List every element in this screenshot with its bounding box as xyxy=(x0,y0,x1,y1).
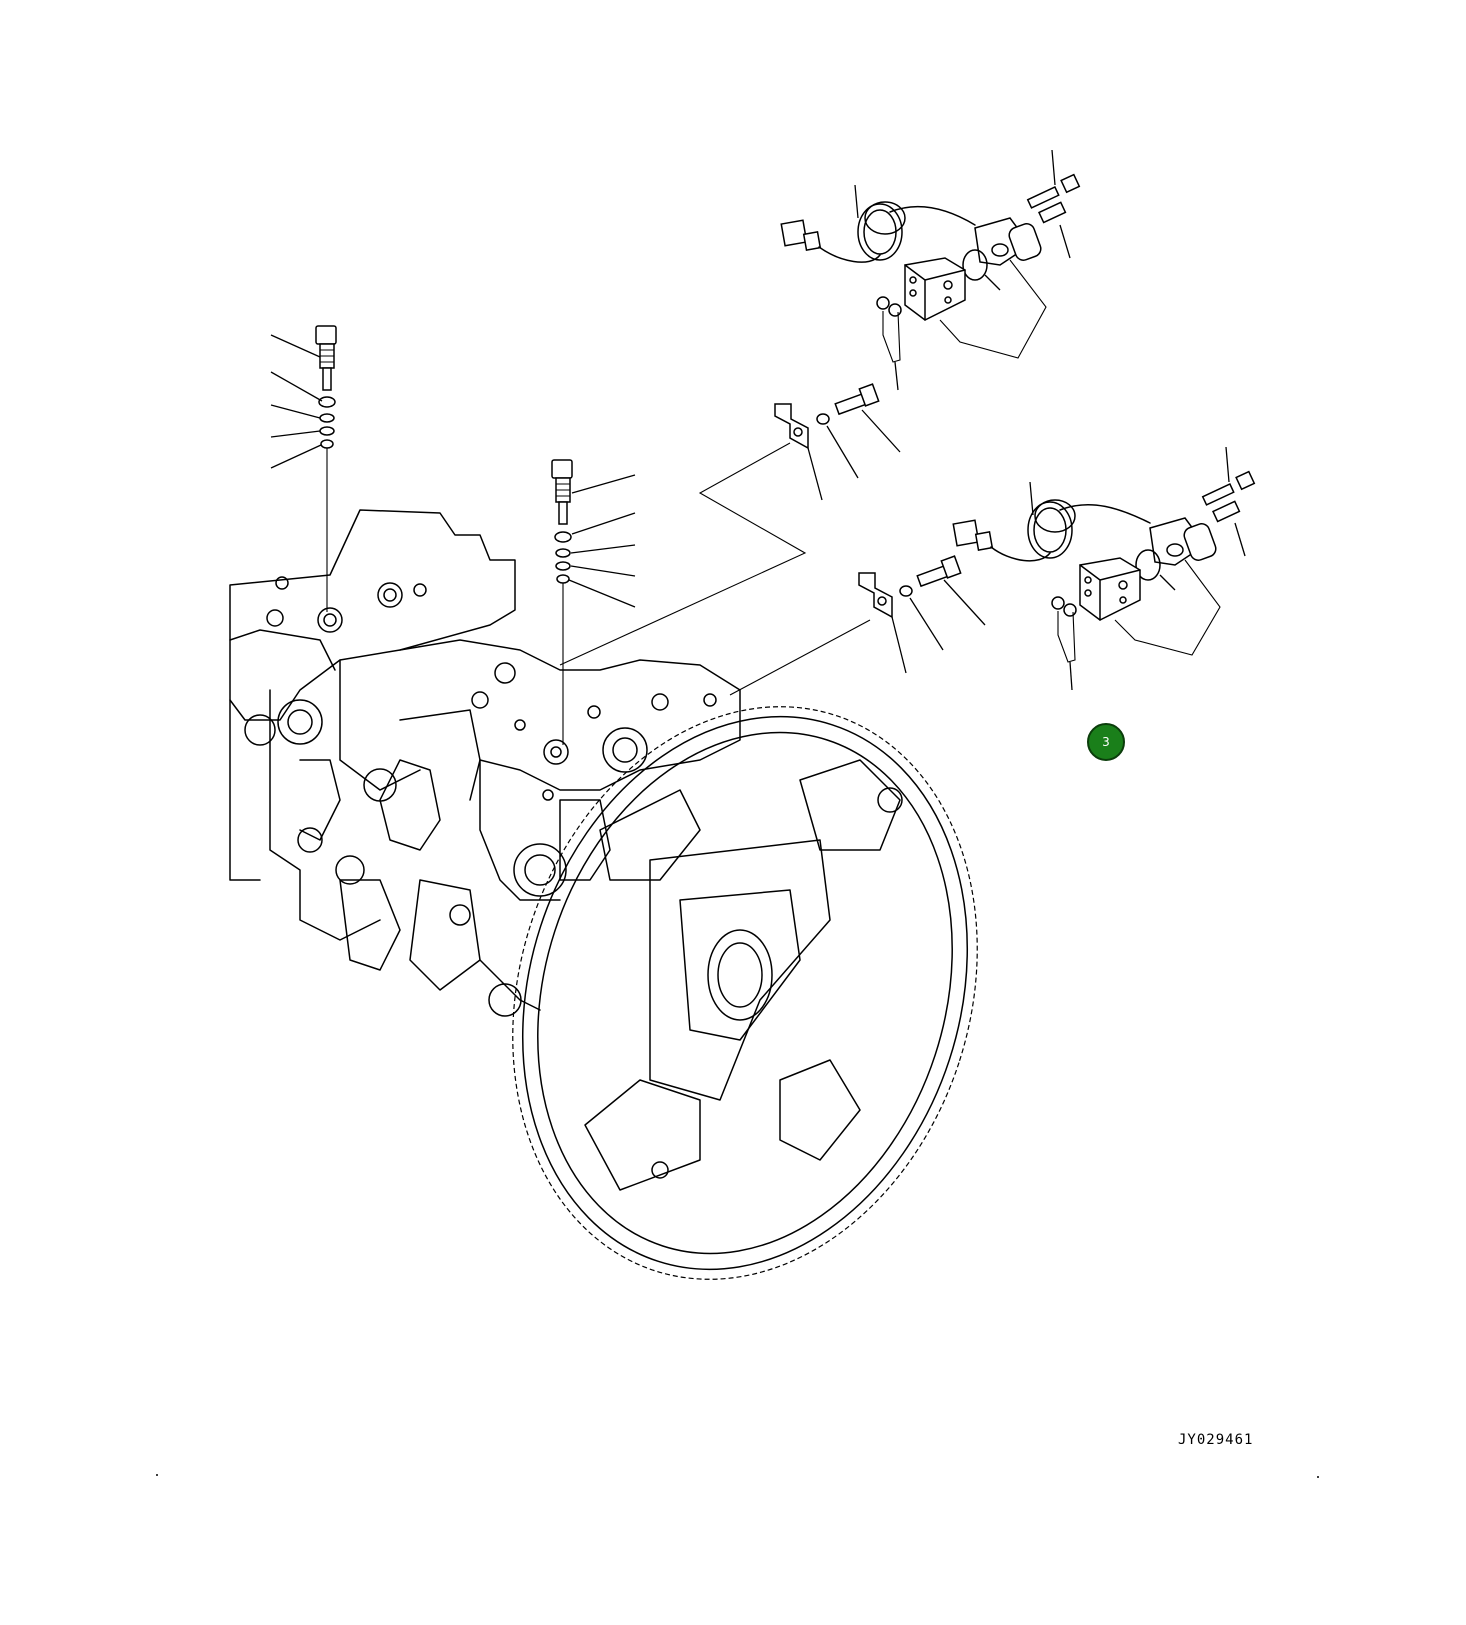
relief-valve-left xyxy=(270,325,337,612)
relief-valve-center xyxy=(551,459,636,745)
solenoid-valve-lower xyxy=(952,446,1256,691)
drawing-reference-code: JY029461 xyxy=(1178,1432,1254,1448)
bracket-upper xyxy=(774,383,901,501)
guide-lines xyxy=(559,442,871,696)
flywheel-housing xyxy=(512,706,978,1280)
speck-mark xyxy=(156,1474,158,1476)
speck-mark xyxy=(1317,1476,1319,1478)
callout-number-badge[interactable]: 3 xyxy=(1087,723,1125,761)
bracket-lower xyxy=(858,555,986,674)
main-pump-body xyxy=(229,509,741,1017)
solenoid-valve-upper xyxy=(780,149,1081,391)
callout-number: 3 xyxy=(1102,735,1110,749)
